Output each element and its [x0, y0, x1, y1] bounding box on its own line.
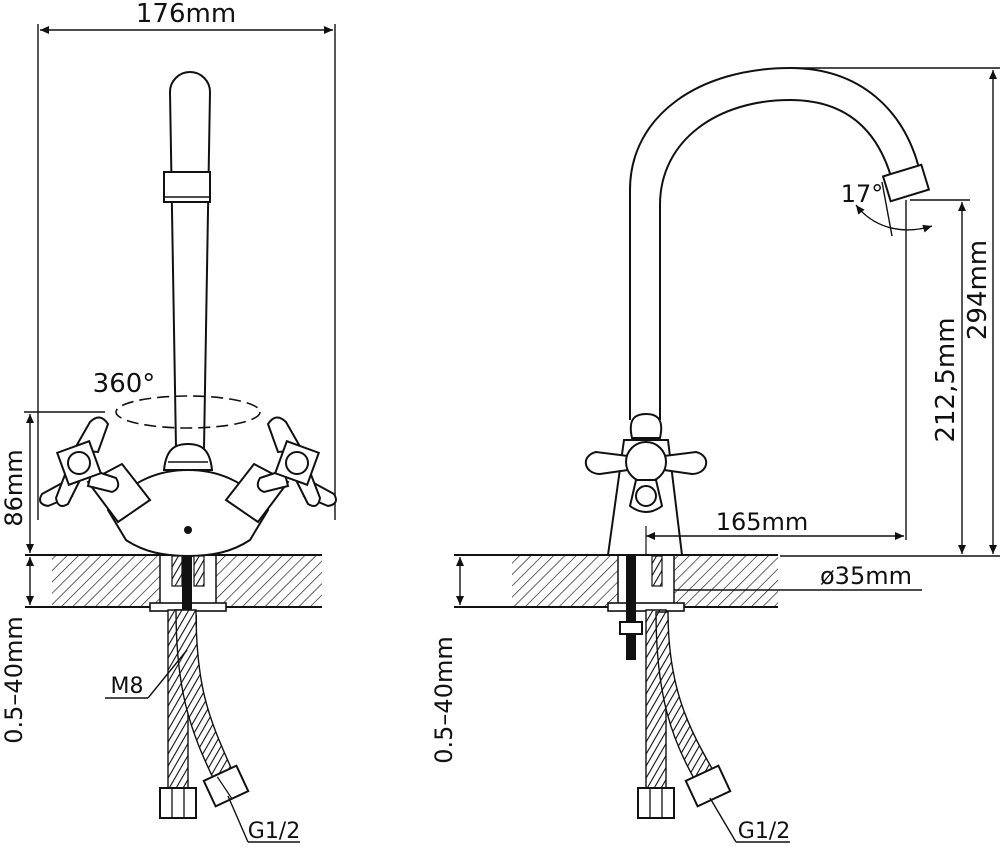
- side-connector-label: G1/2: [738, 819, 790, 844]
- spout-height-dimension: 212,5mm: [910, 199, 970, 554]
- side-hoses: [619, 555, 732, 819]
- gooseneck-spout: [629, 66, 931, 420]
- side-thickness-label: 0.5–40mm: [430, 636, 458, 763]
- front-body: [86, 442, 290, 558]
- front-view: 176mm 86mm 0.5–40mm 360°: [0, 0, 337, 844]
- height-dimension: 86mm: [0, 411, 105, 553]
- stud-label: M8: [111, 674, 144, 699]
- width-dimension: 176mm: [37, 0, 336, 520]
- rotation-indicator: 360°: [93, 369, 261, 429]
- reach-dimension: 165mm: [645, 200, 907, 556]
- front-thickness-label: 0.5–40mm: [0, 616, 28, 743]
- front-connector-callout: G1/2: [227, 795, 300, 844]
- rotation-label: 360°: [93, 369, 156, 399]
- width-label: 176mm: [136, 0, 236, 29]
- front-spout: [163, 71, 212, 449]
- right-handle: [256, 416, 337, 508]
- reach-label: 165mm: [716, 508, 809, 536]
- angle-indicator: 17°: [841, 180, 933, 237]
- front-connector-label: G1/2: [248, 819, 300, 844]
- stud-callout: M8: [105, 649, 188, 699]
- angle-label: 17°: [841, 180, 884, 208]
- total-height-dimension: 294mm: [780, 67, 1000, 557]
- diameter-label: ø35mm: [820, 562, 912, 590]
- total-height-label: 294mm: [963, 240, 993, 340]
- side-body: [585, 412, 707, 556]
- spout-height-label: 212,5mm: [931, 317, 961, 442]
- side-connector-callout: G1/2: [709, 797, 790, 844]
- side-thickness-dimension: 0.5–40mm: [430, 557, 464, 764]
- front-height-label: 86mm: [0, 449, 28, 526]
- left-handle: [39, 416, 120, 508]
- front-thickness-dimension: 0.5–40mm: [0, 557, 34, 744]
- diameter-callout: ø35mm: [674, 562, 922, 591]
- side-view: 17° 294mm 212,5mm 165mm ø35mm: [430, 66, 1000, 844]
- countertop-side: [454, 554, 778, 612]
